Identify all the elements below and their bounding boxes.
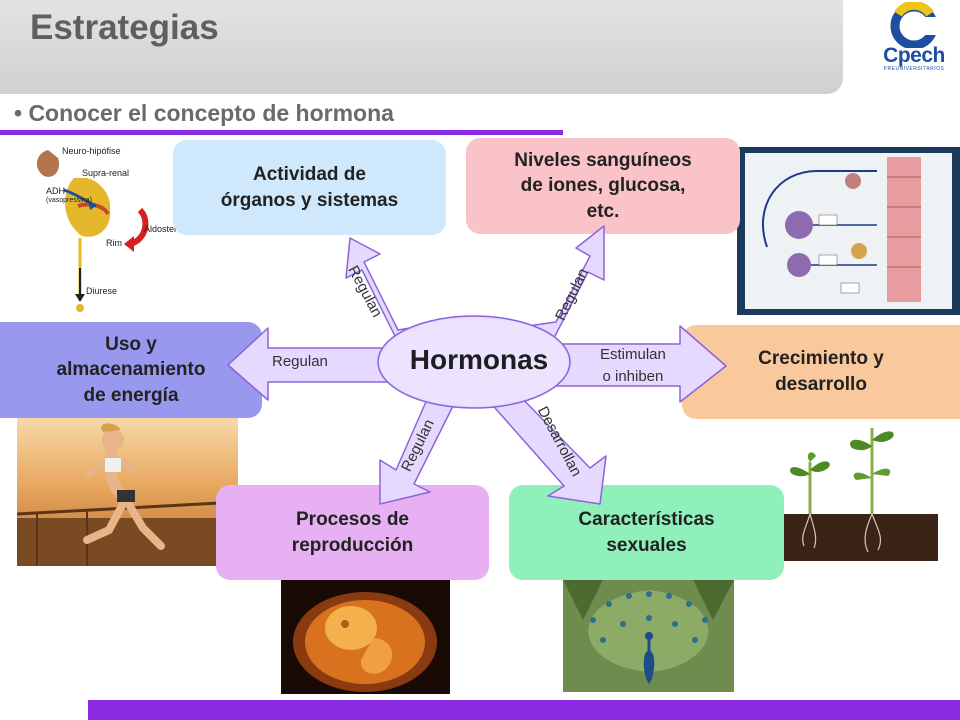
kidney-label-aldosterona: Aldosterona	[144, 224, 193, 234]
title-bar: Estrategias	[0, 0, 843, 94]
box-caracteristicas-sexuales: Características sexuales	[509, 485, 784, 580]
peacock-photo	[563, 580, 734, 692]
box-crecimiento: Crecimiento y desarrollo	[682, 325, 960, 419]
box-uso-energia: Uso y almacenamiento de energía	[0, 322, 262, 418]
kidney-label-diurese: Diurese	[86, 286, 118, 296]
box-reproduccion: Procesos de reproducción	[216, 485, 489, 580]
bottom-accent-bar	[88, 700, 960, 720]
hormonas-center-label: Hormonas	[409, 344, 549, 375]
arrow-down-right	[487, 387, 607, 505]
calcium-regulation-diagram	[737, 147, 960, 315]
cpech-logo-mark	[890, 0, 941, 50]
kidney-label-rim: Rim	[106, 238, 122, 248]
kidney-hormone-illustration: Neuro-hipófise Supra-renal ADH (vasopres…	[20, 140, 200, 315]
box-actividad-organos: Actividad de órganos y sistemas	[173, 140, 446, 235]
plants-photo	[760, 418, 938, 561]
kidney-label-supra: Supra-renal	[82, 168, 130, 178]
logo-subtext: PREUNIVERSITARIOS	[883, 66, 945, 72]
kidney-label-vaso: (vasopressina)	[46, 197, 92, 204]
fetus-photo	[281, 580, 450, 694]
arrow-down-left	[379, 387, 457, 505]
box-niveles-sanguineos: Niveles sanguíneos de iones, glucosa, et…	[466, 138, 740, 234]
kidney-label-adh: ADH	[46, 186, 66, 196]
page-title: Estrategias	[30, 8, 219, 47]
subtitle-underline	[0, 130, 563, 135]
subtitle: • Conocer el concepto de hormona	[14, 100, 394, 126]
label-estimulan-inhiben: Estimulan o inhiben	[600, 346, 666, 385]
runner-photo	[17, 418, 238, 566]
logo-text: Cpech	[883, 44, 945, 67]
label-regulan-left: Regulan	[272, 353, 328, 370]
cpech-logo: Cpech PREUNIVERSITARIOS	[872, 0, 956, 74]
kidney-label-neuro: Neuro-hipófise	[62, 146, 121, 156]
